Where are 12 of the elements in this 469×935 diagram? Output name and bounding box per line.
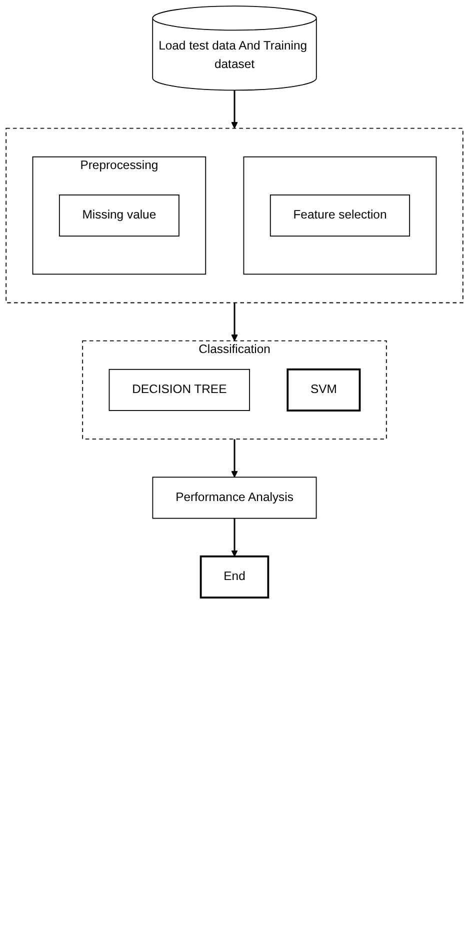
node-box: Missing value [58, 194, 180, 237]
node-box: SVM [286, 368, 361, 412]
arrow [231, 90, 238, 129]
node-box: Performance Analysis [152, 476, 317, 519]
node-box: End [200, 555, 270, 598]
cluster [243, 156, 437, 275]
node-box: DECISION TREE [108, 368, 250, 411]
cluster [6, 128, 464, 304]
arrow [231, 302, 238, 342]
arrow [231, 439, 238, 478]
node-box: Feature selection [270, 194, 410, 237]
arrow [231, 518, 238, 557]
